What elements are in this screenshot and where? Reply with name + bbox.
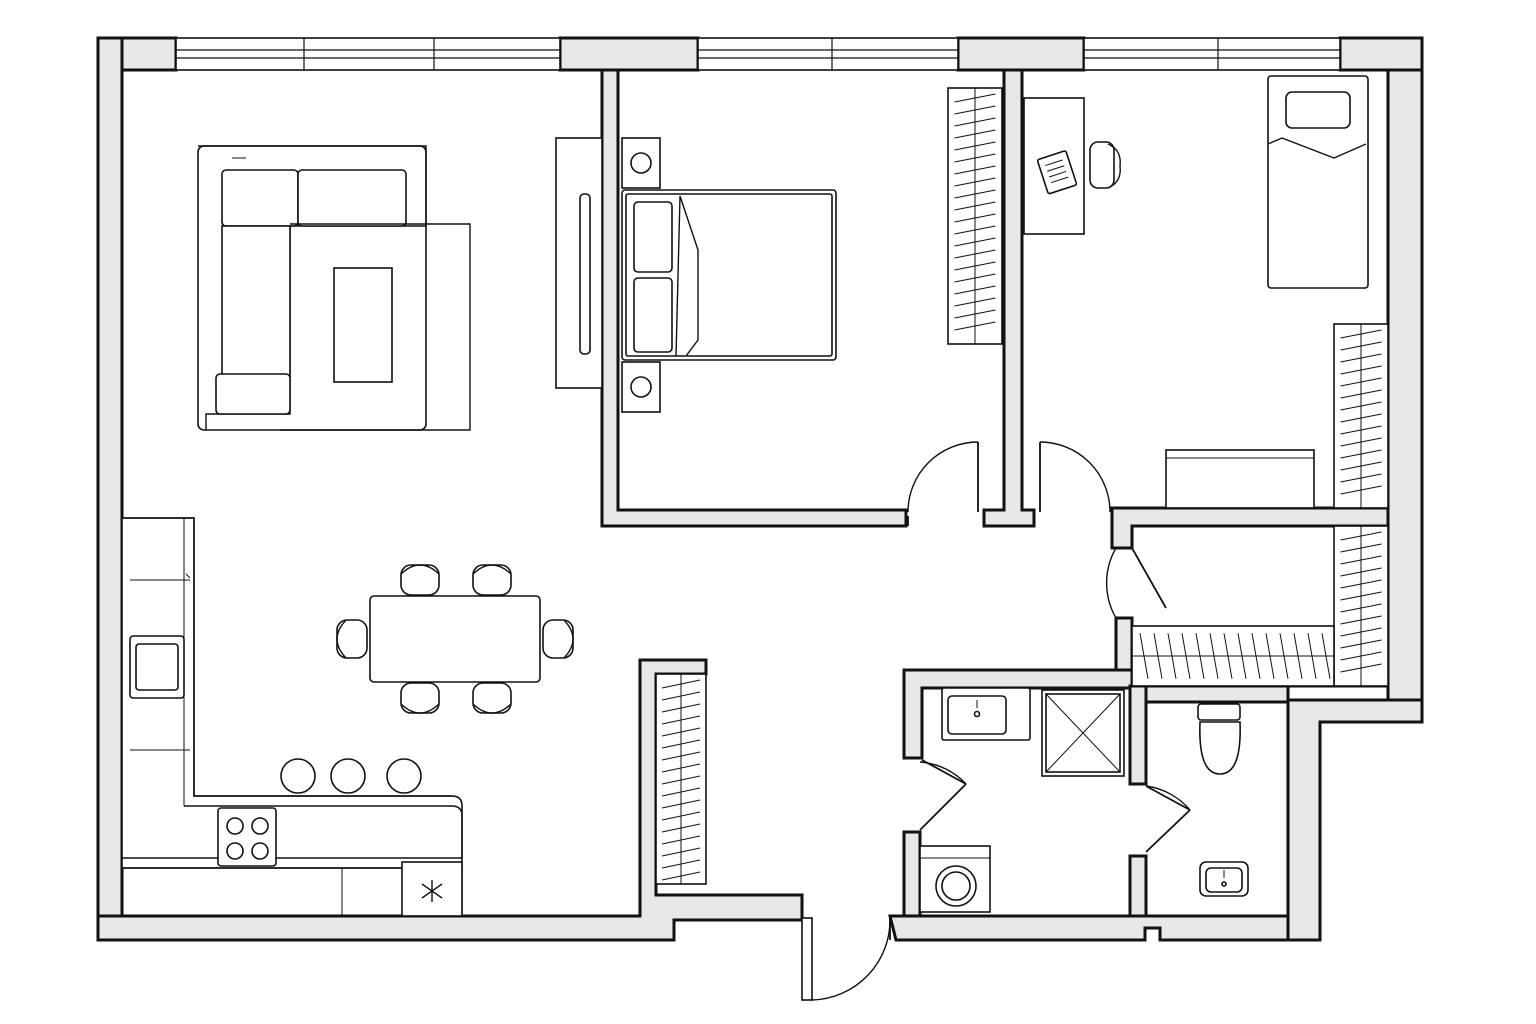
dresser-icon xyxy=(1165,449,1315,509)
office-chair-icon xyxy=(1089,141,1121,189)
wardrobe-icon xyxy=(1131,625,1335,687)
window-icon xyxy=(175,37,561,71)
shower-icon xyxy=(1041,689,1125,777)
wardrobe-icon xyxy=(947,87,1003,345)
nightstand-lamp-icon xyxy=(621,137,661,189)
toilet-icon xyxy=(1197,703,1241,775)
exterior-wall-north-pier-1 xyxy=(98,36,178,72)
bar-stool-icon xyxy=(280,758,316,794)
single-bed-icon xyxy=(1267,75,1369,289)
interior-wall-bedrooms xyxy=(982,68,1036,528)
washing-machine-icon xyxy=(919,845,991,913)
exterior-wall-south-west xyxy=(96,658,804,942)
wardrobe-icon xyxy=(1333,323,1389,509)
dining-chair-icon xyxy=(472,564,512,596)
interior-wall-bath-toilet-lower xyxy=(1128,854,1148,918)
exterior-wall-north-pier-2 xyxy=(558,36,700,78)
laptop-icon xyxy=(1036,150,1078,195)
exterior-wall-north-pier-4 xyxy=(1338,36,1424,72)
wardrobe-icon xyxy=(1333,525,1389,687)
bar-stool-icon xyxy=(330,758,366,794)
exterior-wall-east-lower xyxy=(1286,698,1424,942)
kitchen-sink-icon xyxy=(129,635,185,699)
dining-chair-icon xyxy=(542,619,574,659)
dining-chair-icon xyxy=(400,564,440,596)
kitchen-counter-icon xyxy=(121,517,463,917)
rug-icon xyxy=(280,223,471,431)
door-icon xyxy=(919,759,967,831)
coffee-table-icon xyxy=(333,267,393,383)
cooktop-icon xyxy=(217,807,277,867)
door-icon xyxy=(1145,785,1191,853)
bathroom-sink-icon xyxy=(941,687,1031,741)
nightstand-lamp-icon xyxy=(621,361,661,413)
wardrobe-icon xyxy=(655,673,707,885)
interior-wall-bath-toilet xyxy=(1128,684,1148,786)
bathroom-sink-icon xyxy=(1199,861,1249,897)
exterior-wall-west xyxy=(96,36,124,942)
door-icon xyxy=(907,441,979,526)
window-icon xyxy=(1083,37,1341,71)
fridge-icon xyxy=(401,861,463,917)
double-bed-icon xyxy=(621,189,837,361)
exterior-wall-south-east xyxy=(888,914,1290,942)
tv-unit-icon xyxy=(555,137,603,389)
interior-wall-toilet-top xyxy=(1144,684,1290,704)
interior-wall-bath-west-lower xyxy=(902,830,922,918)
bar-stool-icon xyxy=(386,758,422,794)
dining-chair-icon xyxy=(472,682,512,714)
window-icon xyxy=(697,37,959,71)
door-icon xyxy=(1039,441,1111,513)
dining-chair-icon xyxy=(336,619,368,659)
dining-chair-icon xyxy=(400,682,440,714)
exterior-wall-east xyxy=(1386,68,1424,724)
door-icon xyxy=(801,917,891,1001)
interior-wall-living-bedroom xyxy=(600,68,908,528)
dining-table-icon xyxy=(369,595,541,683)
door-icon xyxy=(1106,547,1167,619)
